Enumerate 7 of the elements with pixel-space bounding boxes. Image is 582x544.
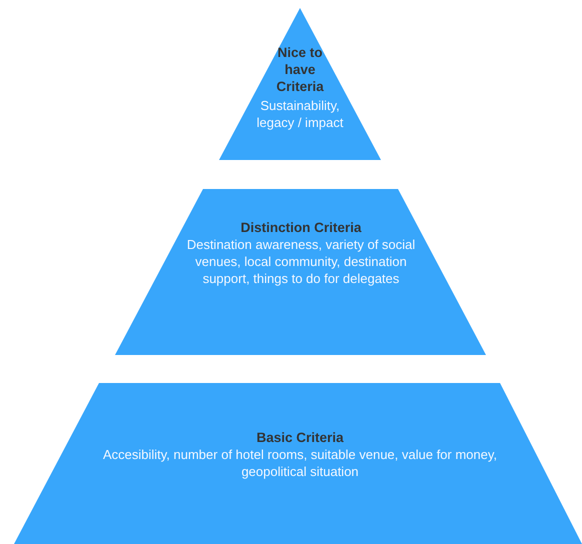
tier-heading: Nice to have Criteria	[275, 44, 325, 95]
tier-description: Sustainability, legacy / impact	[256, 97, 344, 131]
tier-heading: Basic Criteria	[255, 429, 345, 446]
tier-description: Accesibility, number of hotel rooms, suitable venue, value for money, geopolitical situation	[102, 446, 498, 480]
pyramid-tier	[12, 381, 582, 544]
tier-heading: Distinction Criteria	[240, 219, 362, 236]
tier-description: Destination awareness, variety of social venues, local community, destination support, things to do for delegates	[186, 236, 416, 287]
